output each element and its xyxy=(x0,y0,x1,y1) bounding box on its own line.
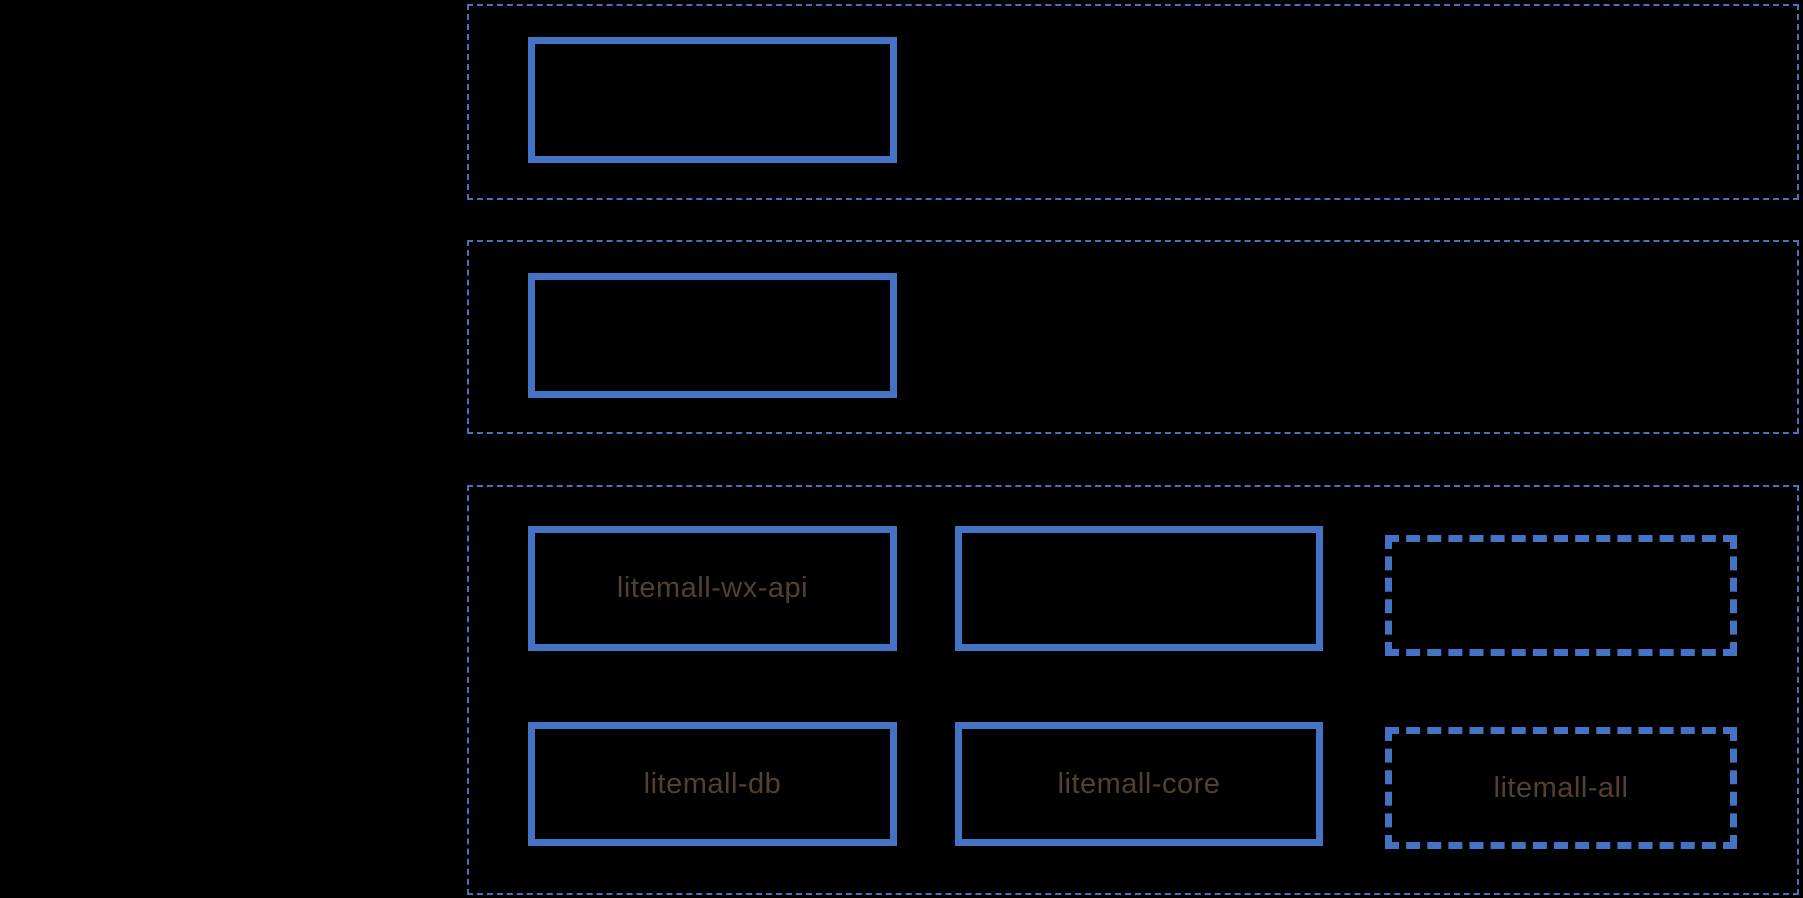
module-box-litemall-wx-api: litemall-wx-api xyxy=(528,526,897,651)
module-box-top-unlabeled xyxy=(528,37,897,163)
tier-container-bottom: litemall-wx-api litemall-db litemall-cor… xyxy=(467,485,1799,895)
module-label: litemall-db xyxy=(643,767,782,800)
module-box-litemall-core: litemall-core xyxy=(955,722,1323,846)
module-box-row1-right-dashed-unlabeled xyxy=(1385,535,1737,656)
tier-container-top xyxy=(467,4,1799,200)
module-label: litemall-wx-api xyxy=(616,572,809,604)
module-box-row1-center-unlabeled xyxy=(955,526,1323,651)
module-box-litemall-db: litemall-db xyxy=(528,722,897,846)
module-label: litemall-core xyxy=(1057,767,1221,800)
module-label: litemall-all xyxy=(1493,771,1629,804)
tier-container-middle xyxy=(467,240,1799,434)
module-box-middle-unlabeled xyxy=(528,273,897,398)
module-box-litemall-all: litemall-all xyxy=(1385,727,1737,849)
